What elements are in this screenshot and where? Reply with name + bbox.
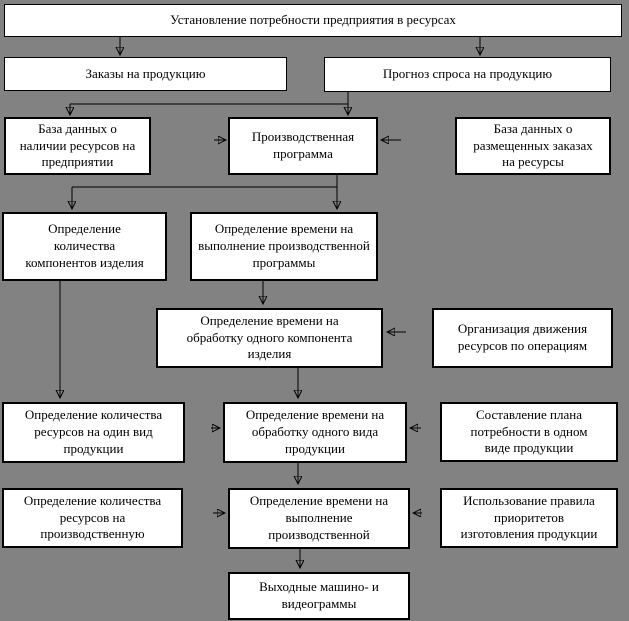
node-resources-per-product: Определение количества ресурсов на один …: [2, 402, 185, 463]
node-placed-orders-db: База данных о размещенных заказах на рес…: [455, 117, 611, 175]
node-resources-for-production: Определение количества ресурсов на произ…: [2, 488, 183, 548]
connector-forecast-branch: [70, 92, 349, 105]
node-product-processing-time: Определение времени на обработку одного …: [223, 402, 407, 463]
node-production-program: Производственная программа: [228, 117, 378, 175]
node-program-execution-time: Определение времени на выполнение произв…: [190, 212, 378, 281]
node-product-orders: Заказы на продукцию: [4, 57, 287, 91]
node-priority-rules: Использование правила приоритетов изгото…: [440, 488, 618, 548]
node-component-quantity: Определение количества компонентов издел…: [2, 212, 167, 281]
node-production-execution-time: Определение времени на выполнение произв…: [228, 488, 410, 549]
connector-program-branch: [72, 175, 338, 188]
node-resource-movement: Организация движения ресурсов по операци…: [432, 308, 613, 368]
node-single-product-plan: Составление плана потребности в одном ви…: [440, 402, 618, 462]
node-output-documents: Выходные машино- и видеограммы: [228, 572, 410, 620]
node-component-processing-time: Определение времени на обработку одного …: [156, 308, 383, 368]
node-resources-availability-db: База данных о наличии ресурсов на предпр…: [4, 117, 151, 175]
node-demand-forecast: Прогноз спроса на продукцию: [324, 57, 611, 92]
node-establish-needs: Установление потребности предприятия в р…: [4, 4, 622, 37]
